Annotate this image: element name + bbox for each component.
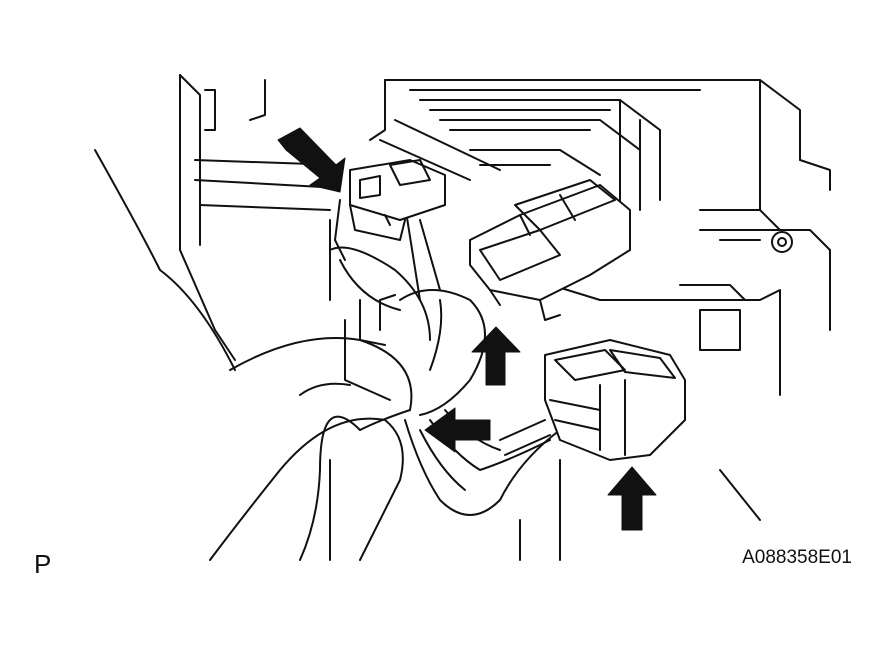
right-connector	[544, 339, 686, 461]
arrow-icon	[277, 127, 346, 193]
arrow-icon	[471, 326, 521, 386]
panel-structure	[179, 74, 831, 561]
center-connector	[469, 179, 631, 321]
figure-code: A088358E01	[742, 547, 852, 568]
upper-left-connector	[334, 159, 446, 261]
wire-harness-duct	[94, 149, 561, 561]
callout-arrows	[277, 127, 657, 531]
arrow-icon	[424, 407, 491, 453]
corner-letter: P	[34, 549, 52, 579]
arrow-icon	[607, 466, 657, 531]
